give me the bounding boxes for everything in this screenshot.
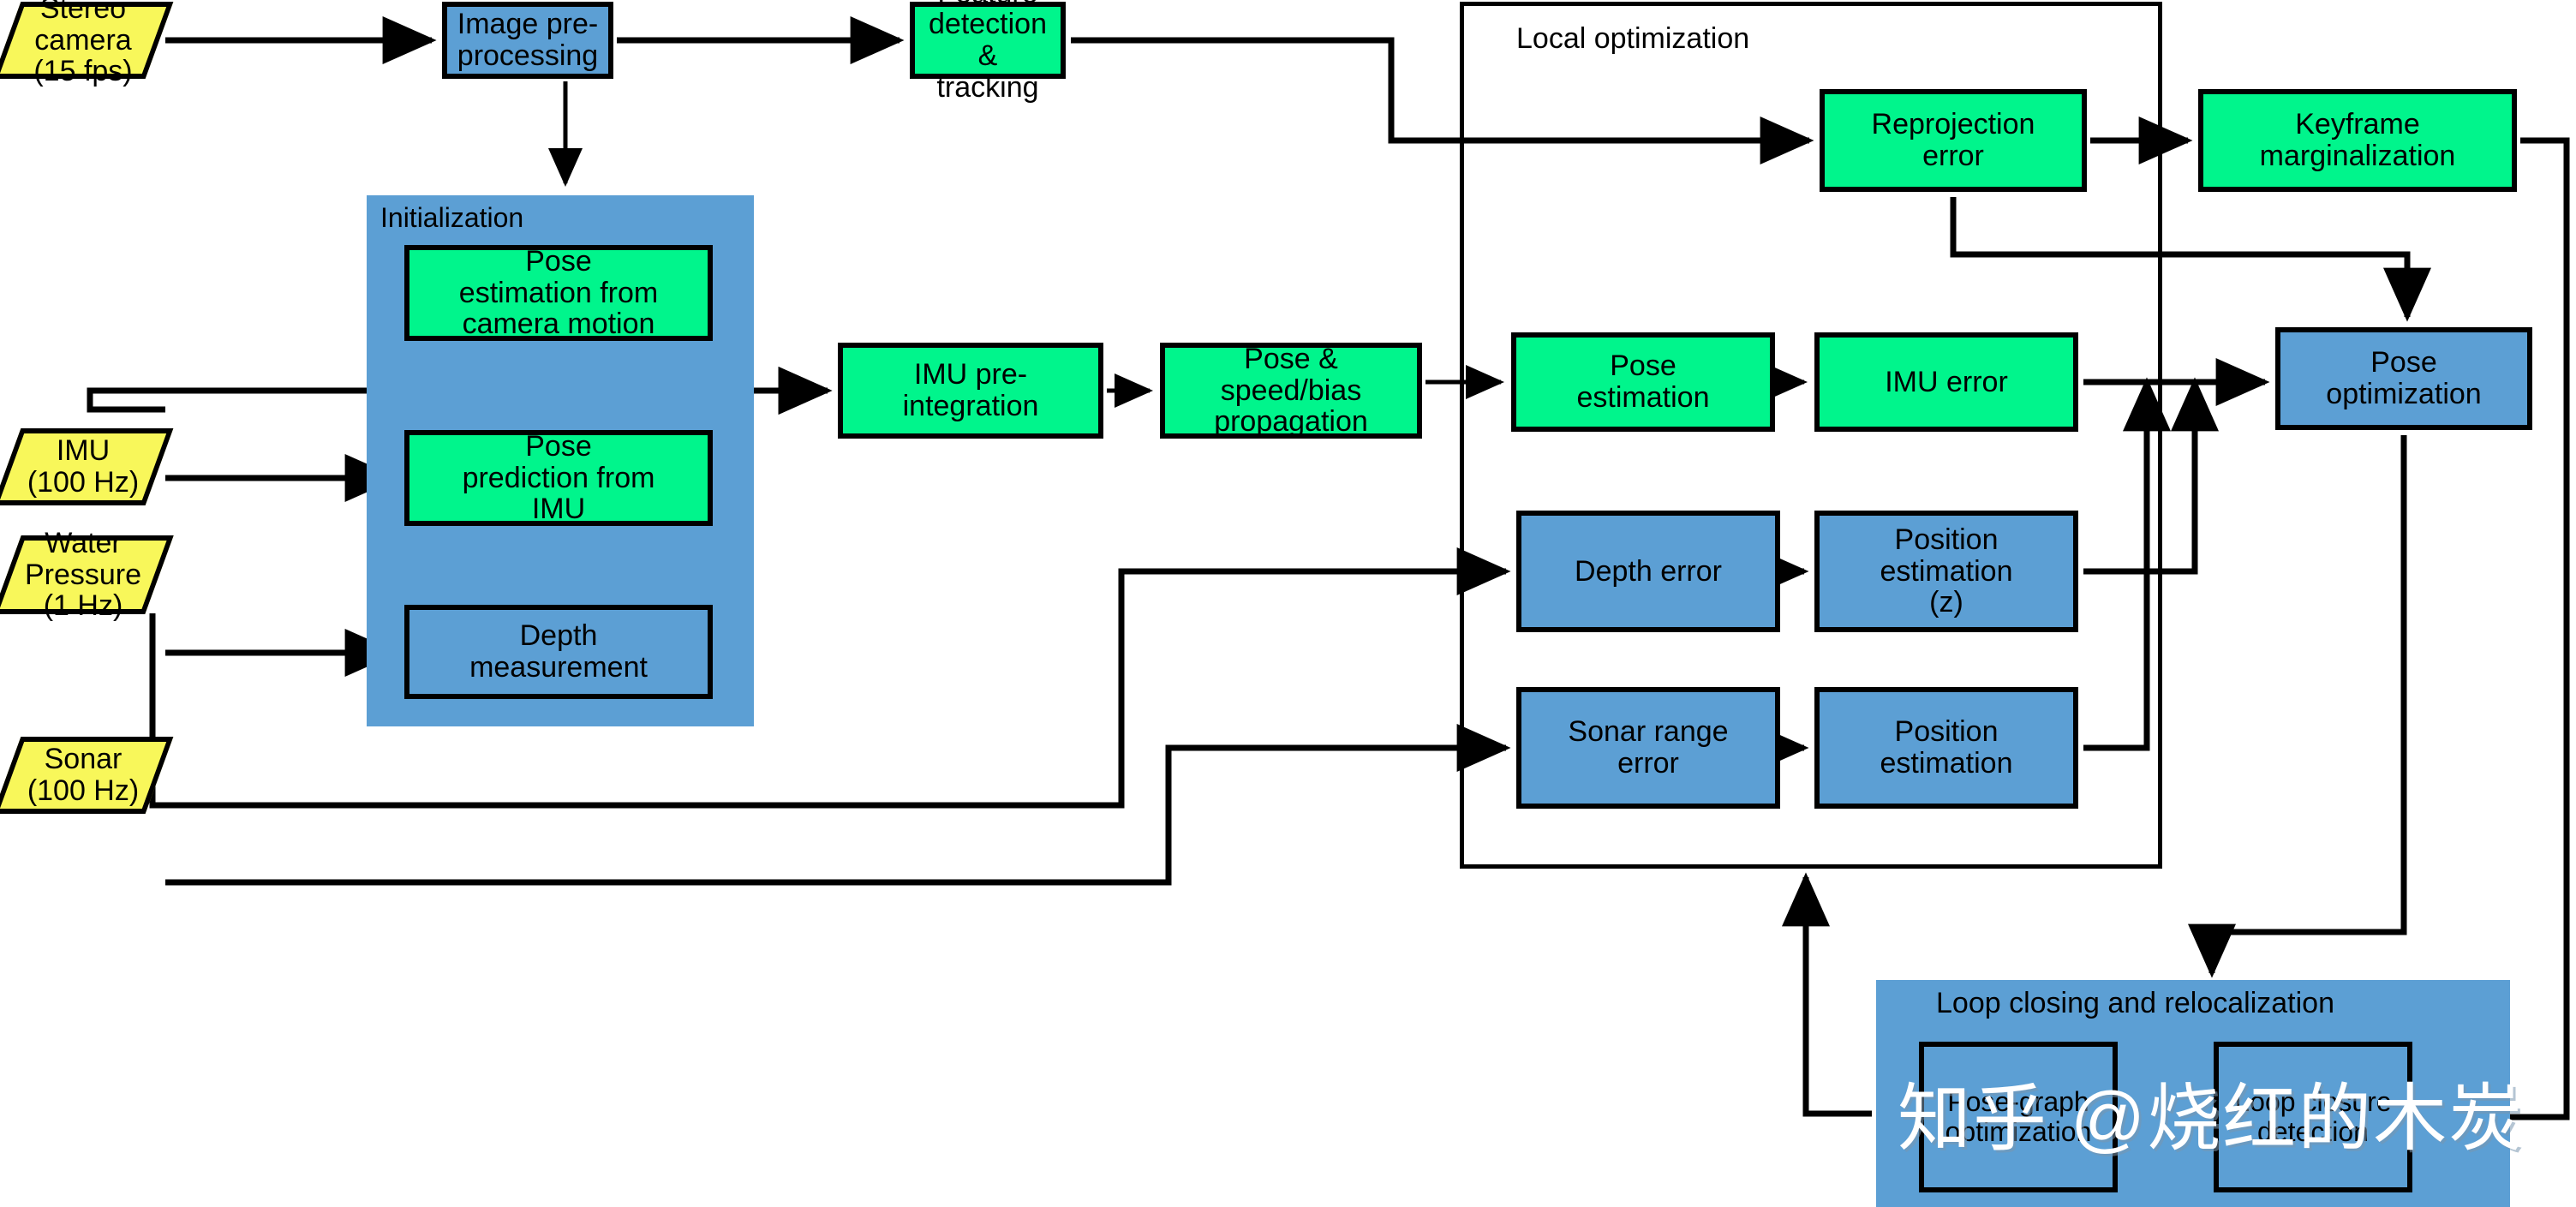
node-depth-measurement[interactable]: Depth measurement <box>404 605 713 699</box>
sensor-sonar[interactable]: Sonar (100 Hz) <box>0 737 174 814</box>
edge-pose-optimization-to-loop-closing <box>2188 435 2407 978</box>
sensor-label: IMU (100 Hz) <box>27 434 140 499</box>
node-reprojection-error[interactable]: Reprojection error <box>1820 89 2087 192</box>
group-initialization-title: Initialization <box>380 202 524 233</box>
edge-position-to-pose-optimization <box>2083 377 2171 751</box>
node-position-estimation-z[interactable]: Position estimation (z) <box>1814 511 2078 632</box>
edge-sonar-to-sonar-range-error <box>165 724 1511 886</box>
node-pose-optimization[interactable]: Pose optimization <box>2275 327 2532 430</box>
sensor-imu[interactable]: IMU (100 Hz) <box>0 428 174 505</box>
node-image-preprocessing[interactable]: Image pre- processing <box>442 2 613 79</box>
edge-water-to-depth-error <box>149 547 1511 809</box>
group-local-optimization-title: Local optimization <box>1516 22 1750 55</box>
sensor-label: Water Pressure (1 Hz) <box>24 526 142 623</box>
edge-loop-closing-to-local-optimization <box>1782 872 1872 1117</box>
edge-position-z-to-pose-optimization <box>2083 377 2219 575</box>
node-keyframe-marginalization[interactable]: Keyframe marginalization <box>2198 89 2517 192</box>
node-depth-error[interactable]: Depth error <box>1516 511 1780 632</box>
node-pose-estimation[interactable]: Pose estimation <box>1511 332 1775 432</box>
group-loop-closing-title: Loop closing and relocalization <box>1936 987 2334 1019</box>
sensor-label: Stereo camera (15 fps) <box>33 0 133 88</box>
node-position-estimation[interactable]: Position estimation <box>1814 687 2078 809</box>
node-pose-graph-optimization[interactable]: Pose-graph optimization <box>1919 1042 2118 1192</box>
edge-reprojection-to-pose-optimization <box>1950 197 2431 322</box>
node-feature-detection[interactable]: Feature detection & tracking <box>910 0 1066 103</box>
edge-feature-to-reprojection <box>1071 37 1814 164</box>
sensor-water-pressure[interactable]: Water Pressure (1 Hz) <box>0 528 174 622</box>
node-sonar-range-error[interactable]: Sonar range error <box>1516 687 1780 809</box>
sensor-label: Sonar (100 Hz) <box>27 743 140 807</box>
edge-keyframe-to-loop-closure-detection <box>2418 137 2570 1141</box>
node-imu-error[interactable]: IMU error <box>1814 332 2078 432</box>
node-loop-closure-detection[interactable]: Loop closure detection <box>2214 1042 2412 1192</box>
group-local-optimization <box>1460 2 2162 869</box>
sensor-stereo-camera[interactable]: Stereo camera (15 fps) <box>0 0 174 87</box>
node-pose-speed-bias-propagation[interactable]: Pose & speed/bias propagation <box>1160 343 1422 439</box>
node-pose-prediction-from-imu[interactable]: Pose prediction from IMU <box>404 430 713 526</box>
node-pose-estimation-from-camera-motion[interactable]: Pose estimation from camera motion <box>404 245 713 341</box>
node-imu-preintegration[interactable]: IMU pre- integration <box>838 343 1103 439</box>
